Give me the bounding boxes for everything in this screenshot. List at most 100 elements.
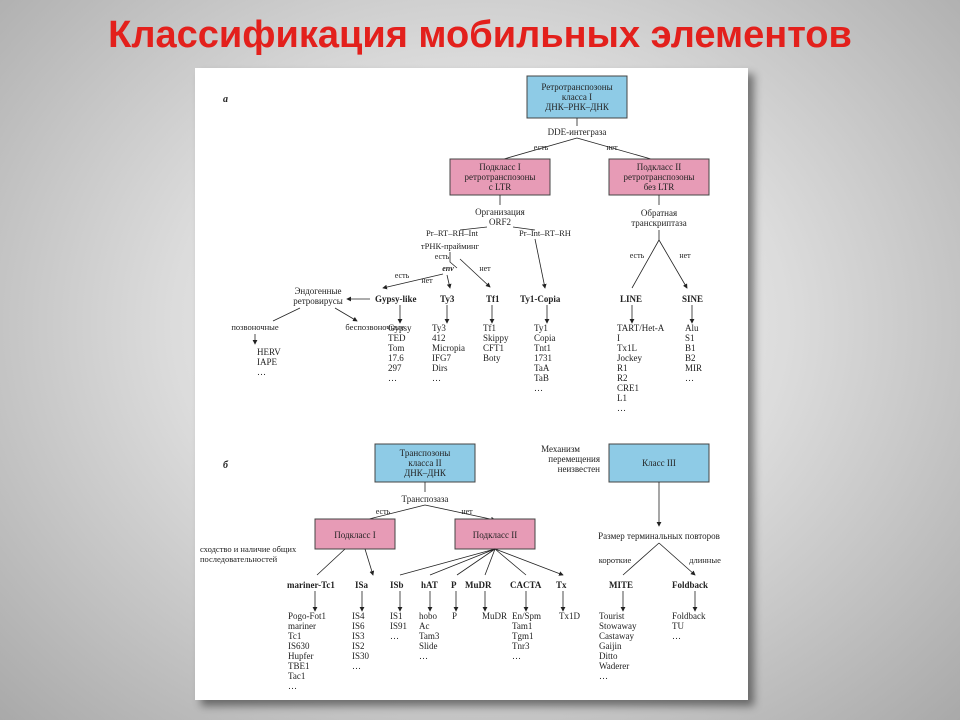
root-b-line1: Транспозоны <box>400 448 451 458</box>
retrotransposons-class-i-box <box>526 75 628 119</box>
list-item: hobo <box>419 611 438 621</box>
list-item: Castaway <box>599 631 634 641</box>
list-item: … <box>672 631 681 641</box>
pr-rt-rh-int-label: Pr–RT–RH–Int <box>426 228 479 238</box>
terminal-repeats-label: Размер терминальных повторов <box>598 531 720 541</box>
subclass-ii-b-box <box>454 518 536 550</box>
group-heading-gypsy-like: Gypsy-like <box>375 294 417 304</box>
list-item: IS30 <box>352 651 370 661</box>
list-item: Gaijin <box>599 641 622 651</box>
transposase-label: Транспозаза <box>402 494 449 504</box>
panel-a-groups: Gypsy-likeGypsyTEDTom17.6297…Ty3Ty3412Mi… <box>375 294 703 413</box>
list-item: … <box>512 651 521 661</box>
list-item: 17.6 <box>388 353 404 363</box>
group-heading-ty1-copia: Ty1-Copia <box>520 294 561 304</box>
group-heading-cacta: CACTA <box>510 580 542 590</box>
list-item: R2 <box>617 373 628 383</box>
group-heading-line: LINE <box>620 294 642 304</box>
sub2-b-label: Подкласс II <box>473 530 517 540</box>
list-item: Copia <box>534 333 556 343</box>
list-item: TED <box>388 333 406 343</box>
list-item: IFG7 <box>432 353 452 363</box>
group-heading-isb: ISb <box>390 580 404 590</box>
list-item: Ditto <box>599 651 618 661</box>
list-item: L1 <box>617 393 627 403</box>
group-heading-hat: hAT <box>421 580 438 590</box>
list-item: 412 <box>432 333 446 343</box>
env-label: env <box>442 264 454 273</box>
mech-line2: перемещения <box>548 454 600 464</box>
list-item: Waderer <box>599 661 629 671</box>
list-item: IS4 <box>352 611 365 621</box>
list-item: Gypsy <box>388 323 412 333</box>
list-item: Tgm1 <box>512 631 534 641</box>
rt-line1: Обратная <box>641 208 677 218</box>
sub1-a-line1: Подкласс I <box>479 162 520 172</box>
list-item: IS3 <box>352 631 365 641</box>
group-heading-mite: MITE <box>609 580 633 590</box>
tpase-yes-label: есть <box>376 507 391 516</box>
slide-title: Классификация мобильных элементов <box>108 14 852 56</box>
herv-item: HERV <box>257 347 281 357</box>
rt-no-label: нет <box>679 251 691 260</box>
list-item: I <box>617 333 620 343</box>
root-a-line2: класса I <box>562 92 592 102</box>
list-item: R1 <box>617 363 628 373</box>
list-item: MuDR <box>482 611 507 621</box>
group-heading-ty3: Ty3 <box>440 294 455 304</box>
list-item: Ty1 <box>534 323 548 333</box>
list-item: Stowaway <box>599 621 637 631</box>
list-item: Tnt1 <box>534 343 551 353</box>
list-item: TU <box>672 621 684 631</box>
list-item: Ty3 <box>432 323 446 333</box>
long-label: длинные <box>689 555 721 565</box>
list-item: CFT1 <box>483 343 504 353</box>
root-a-line3: ДНК–РНК–ДНК <box>545 102 610 112</box>
list-item: Tam1 <box>512 621 532 631</box>
list-item: … <box>685 373 694 383</box>
list-item: P <box>452 611 457 621</box>
list-item: Tourist <box>599 611 625 621</box>
list-item: mariner <box>288 621 316 631</box>
list-item: TBE1 <box>288 661 310 671</box>
sub2-a-line2: ретротранспозоны <box>624 172 695 182</box>
list-item: IS6 <box>352 621 365 631</box>
list-item: Tam3 <box>419 631 440 641</box>
erv-line1: Эндогенные <box>294 286 341 296</box>
group-heading-foldback: Foldback <box>672 580 708 590</box>
panel-a-label: а <box>223 94 228 105</box>
list-item: Foldback <box>672 611 706 621</box>
list-item: IS91 <box>390 621 407 631</box>
list-item: … <box>288 681 297 691</box>
subclass-i-ltr-box <box>449 158 551 196</box>
iape-item: IAPE <box>257 357 278 367</box>
env-no-label: нет <box>421 276 433 285</box>
list-item: Hupfer <box>288 651 314 661</box>
list-item: Tc1 <box>288 631 301 641</box>
subclass-i-b-box <box>314 518 396 550</box>
trna-priming-label: тРНК-прайминг <box>421 241 480 251</box>
list-item: Jockey <box>617 353 642 363</box>
list-item: Alu <box>685 323 699 333</box>
list-item: B2 <box>685 353 696 363</box>
sub2-a-line1: Подкласс II <box>637 162 681 172</box>
root-a-line1: Ретротранспозоны <box>541 82 612 92</box>
list-item: Dirs <box>432 363 448 373</box>
list-item: Ac <box>419 621 430 631</box>
sub1-a-line2: ретротранспозоны <box>465 172 536 182</box>
short-label: короткие <box>599 555 632 565</box>
list-item: Tom <box>388 343 404 353</box>
class-iii-box <box>608 443 710 483</box>
list-item: TaB <box>534 373 549 383</box>
list-item: Micropia <box>432 343 465 353</box>
list-item: B1 <box>685 343 696 353</box>
list-item: … <box>352 661 361 671</box>
sub1-a-line3: с LTR <box>489 182 511 192</box>
orf2-org-line1: Организация <box>475 207 525 217</box>
class-iii-label: Класс III <box>642 458 676 468</box>
group-heading-p: P <box>451 580 457 590</box>
dde-no-label: нет <box>606 143 618 152</box>
list-item: IS2 <box>352 641 365 651</box>
list-item: … <box>419 651 428 661</box>
group-heading-isa: ISa <box>355 580 369 590</box>
